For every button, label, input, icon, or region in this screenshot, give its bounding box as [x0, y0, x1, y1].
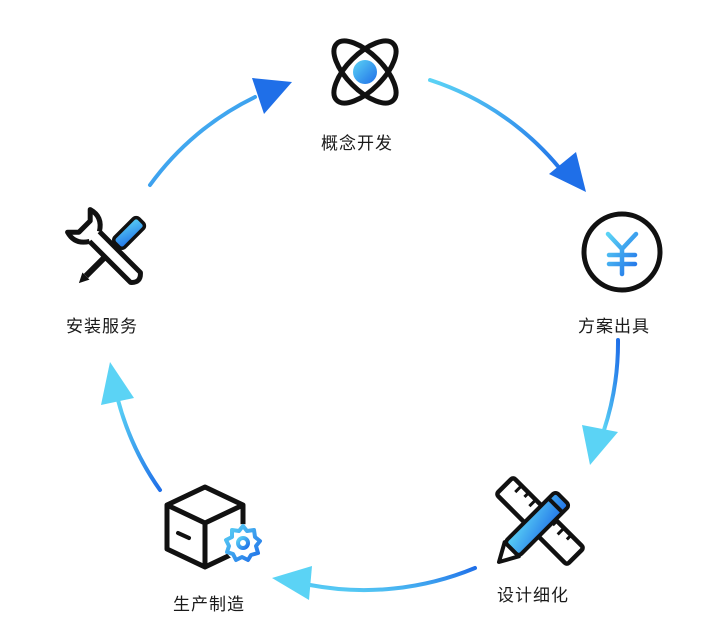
arrow-installation-to-concept: [148, 78, 292, 187]
step-label-design: 设计细化: [497, 586, 569, 606]
atom-icon: [331, 38, 399, 106]
arrow-manufacturing-to-installation: [101, 362, 162, 492]
ruler-pencil-icon: [495, 476, 585, 566]
step-label-installation: 安装服务: [66, 317, 138, 337]
arrow-concept-to-proposal: [428, 78, 586, 192]
step-label-manufacturing: 生产制造: [173, 595, 245, 615]
box-gear-icon: [164, 484, 262, 570]
step-label-concept: 概念开发: [321, 134, 393, 154]
wrench-screwdriver-icon: [65, 207, 147, 285]
step-label-proposal: 方案出具: [578, 317, 650, 337]
arrow-proposal-to-design: [582, 338, 621, 465]
arrow-design-to-manufacturing: [272, 566, 477, 600]
yuan-coin-icon: [581, 211, 663, 293]
